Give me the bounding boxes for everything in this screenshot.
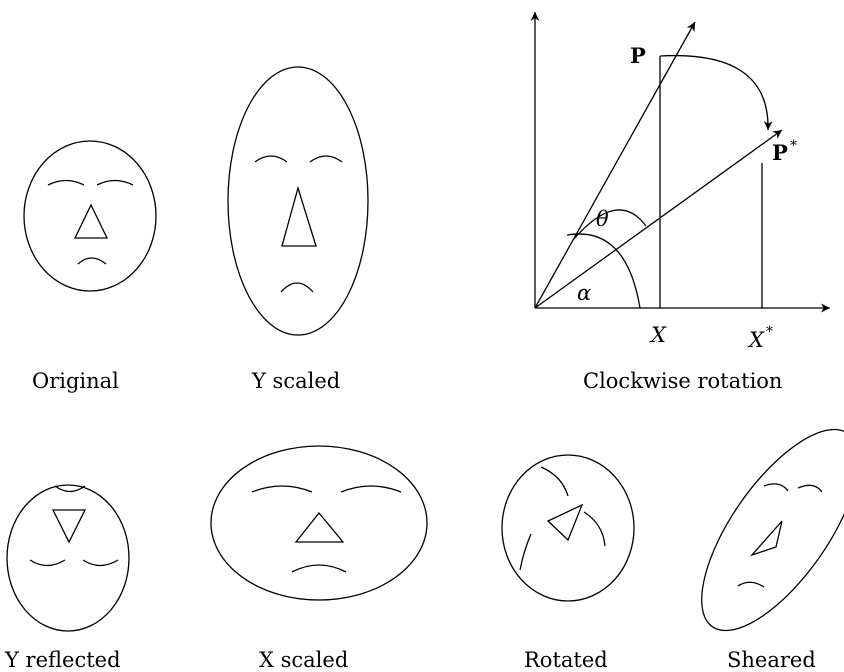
vector-p bbox=[535, 22, 695, 308]
label-p: P bbox=[630, 43, 646, 68]
mouth bbox=[738, 582, 764, 587]
face-y-reflected bbox=[7, 485, 129, 631]
right-eyebrow bbox=[341, 486, 401, 492]
nose-triangle bbox=[548, 505, 582, 540]
label-x: X bbox=[649, 323, 667, 347]
caption-y-reflected: Y reflected bbox=[4, 648, 121, 672]
mouth bbox=[520, 534, 531, 570]
caption-original: Original bbox=[32, 369, 119, 393]
face-outline bbox=[24, 141, 156, 291]
nose-triangle bbox=[53, 510, 85, 542]
face-sheared bbox=[673, 406, 844, 654]
right-eyebrow bbox=[584, 512, 605, 546]
label-x-star-sup: * bbox=[766, 324, 773, 340]
face-x-scaled bbox=[211, 446, 427, 600]
mouth bbox=[78, 258, 106, 264]
mouth bbox=[281, 283, 313, 292]
label-x-star: X bbox=[747, 328, 765, 352]
caption-y-scaled: Y scaled bbox=[251, 369, 340, 393]
mouth bbox=[292, 565, 346, 572]
left-eyebrow bbox=[541, 467, 568, 496]
face-y-scaled bbox=[228, 67, 368, 335]
caption-clockwise-rotation: Clockwise rotation bbox=[583, 369, 782, 393]
face-outline bbox=[228, 67, 368, 335]
label-alpha: α bbox=[577, 281, 591, 305]
left-eyebrow bbox=[30, 560, 65, 566]
left-eyebrow bbox=[255, 156, 287, 162]
nose-triangle bbox=[75, 205, 107, 238]
face-outline bbox=[502, 455, 634, 601]
caption-sheared: Sheared bbox=[727, 648, 816, 672]
face-outline bbox=[211, 446, 427, 600]
rotation-arrow bbox=[660, 56, 768, 130]
left-eyebrow bbox=[252, 486, 312, 492]
right-eyebrow bbox=[83, 560, 118, 566]
label-theta: θ bbox=[596, 207, 609, 231]
caption-x-scaled: X scaled bbox=[259, 648, 348, 672]
right-eyebrow bbox=[798, 485, 822, 492]
nose-triangle bbox=[282, 188, 316, 246]
face-outline bbox=[673, 406, 844, 654]
nose-triangle bbox=[752, 521, 782, 555]
caption-rotated: Rotated bbox=[524, 648, 608, 672]
label-p-star-sup: * bbox=[790, 138, 797, 154]
nose-triangle bbox=[296, 513, 343, 542]
right-eyebrow bbox=[97, 181, 133, 186]
left-eyebrow bbox=[48, 181, 84, 186]
rotation-diagram: P P * θ α X X * bbox=[535, 12, 830, 352]
right-eyebrow bbox=[310, 156, 342, 162]
face-original bbox=[24, 141, 156, 291]
face-outline bbox=[7, 485, 129, 631]
label-p-star: P bbox=[772, 140, 788, 165]
face-rotated bbox=[502, 455, 634, 601]
vector-p-star bbox=[535, 130, 782, 308]
left-eyebrow bbox=[764, 484, 788, 491]
